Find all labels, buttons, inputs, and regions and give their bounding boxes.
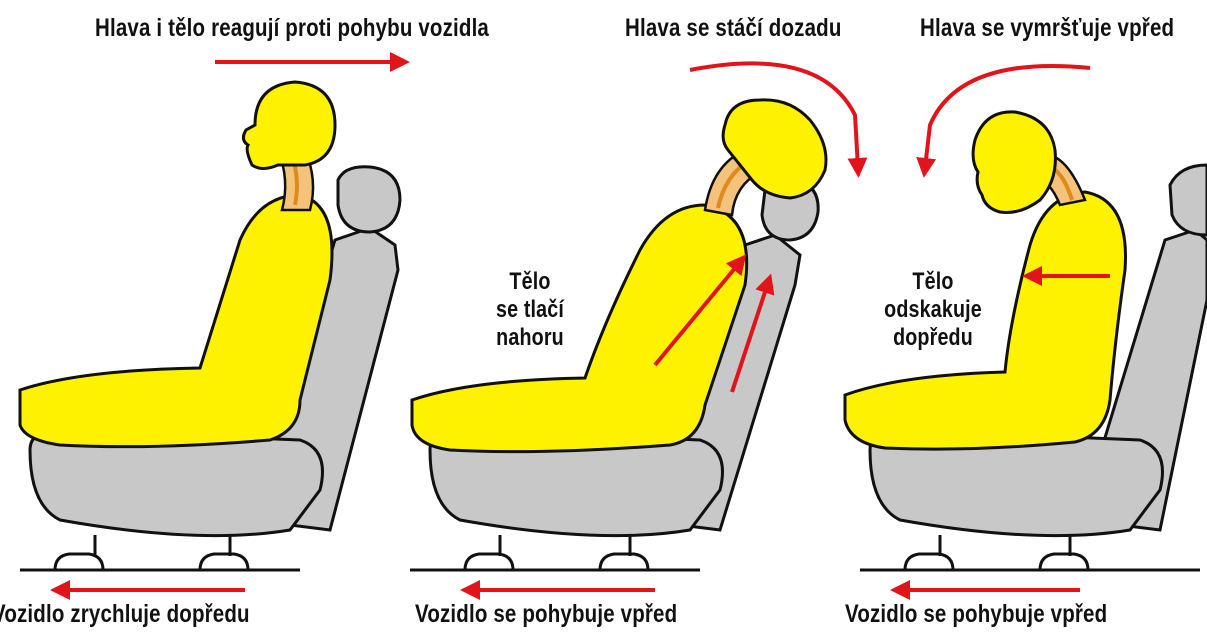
- panel-2-top-caption: Hlava se stáčí dozadu: [625, 14, 842, 43]
- head-3: [973, 112, 1055, 213]
- panel-2-body-caption-line-2: se tlačí: [481, 296, 579, 324]
- panel-2-illustration: [410, 63, 858, 590]
- seat-rail-3: [860, 535, 1200, 570]
- panel-3-body-caption: Tělo odskakuje dopředu: [880, 268, 987, 352]
- panel-2-body-caption-line-3: nahoru: [481, 324, 579, 352]
- headrest-1: [338, 167, 400, 232]
- panel-3-body-caption-line-1: Tělo: [880, 268, 987, 296]
- panel-2-body-caption: Tělo se tlačí nahoru: [481, 268, 579, 352]
- panel-3-bottom-caption: Vozidlo se pohybuje vpřed: [845, 600, 1107, 629]
- panel-3-top-caption: Hlava se vymršťuje vpřed: [920, 14, 1174, 43]
- headrest-3: [1170, 165, 1207, 235]
- panel-1-illustration: [20, 62, 400, 590]
- panel-2-body-caption-line-1: Tělo: [481, 268, 579, 296]
- seat-rail-1: [20, 535, 300, 570]
- body-2: [412, 205, 747, 452]
- panel-1-top-caption: Hlava i tělo reagují proti pohybu vozidl…: [95, 14, 489, 43]
- panel-3-body-caption-line-3: dopředu: [880, 324, 987, 352]
- panel-3-body-caption-line-2: odskakuje: [880, 296, 987, 324]
- panel-2-bottom-caption: Vozidlo se pohybuje vpřed: [415, 600, 677, 629]
- head-1: [243, 82, 335, 169]
- seat-rail-2: [410, 535, 700, 570]
- panel-1-bottom-caption: Vozidlo zrychluje dopředu: [0, 600, 250, 629]
- body-1: [20, 195, 332, 447]
